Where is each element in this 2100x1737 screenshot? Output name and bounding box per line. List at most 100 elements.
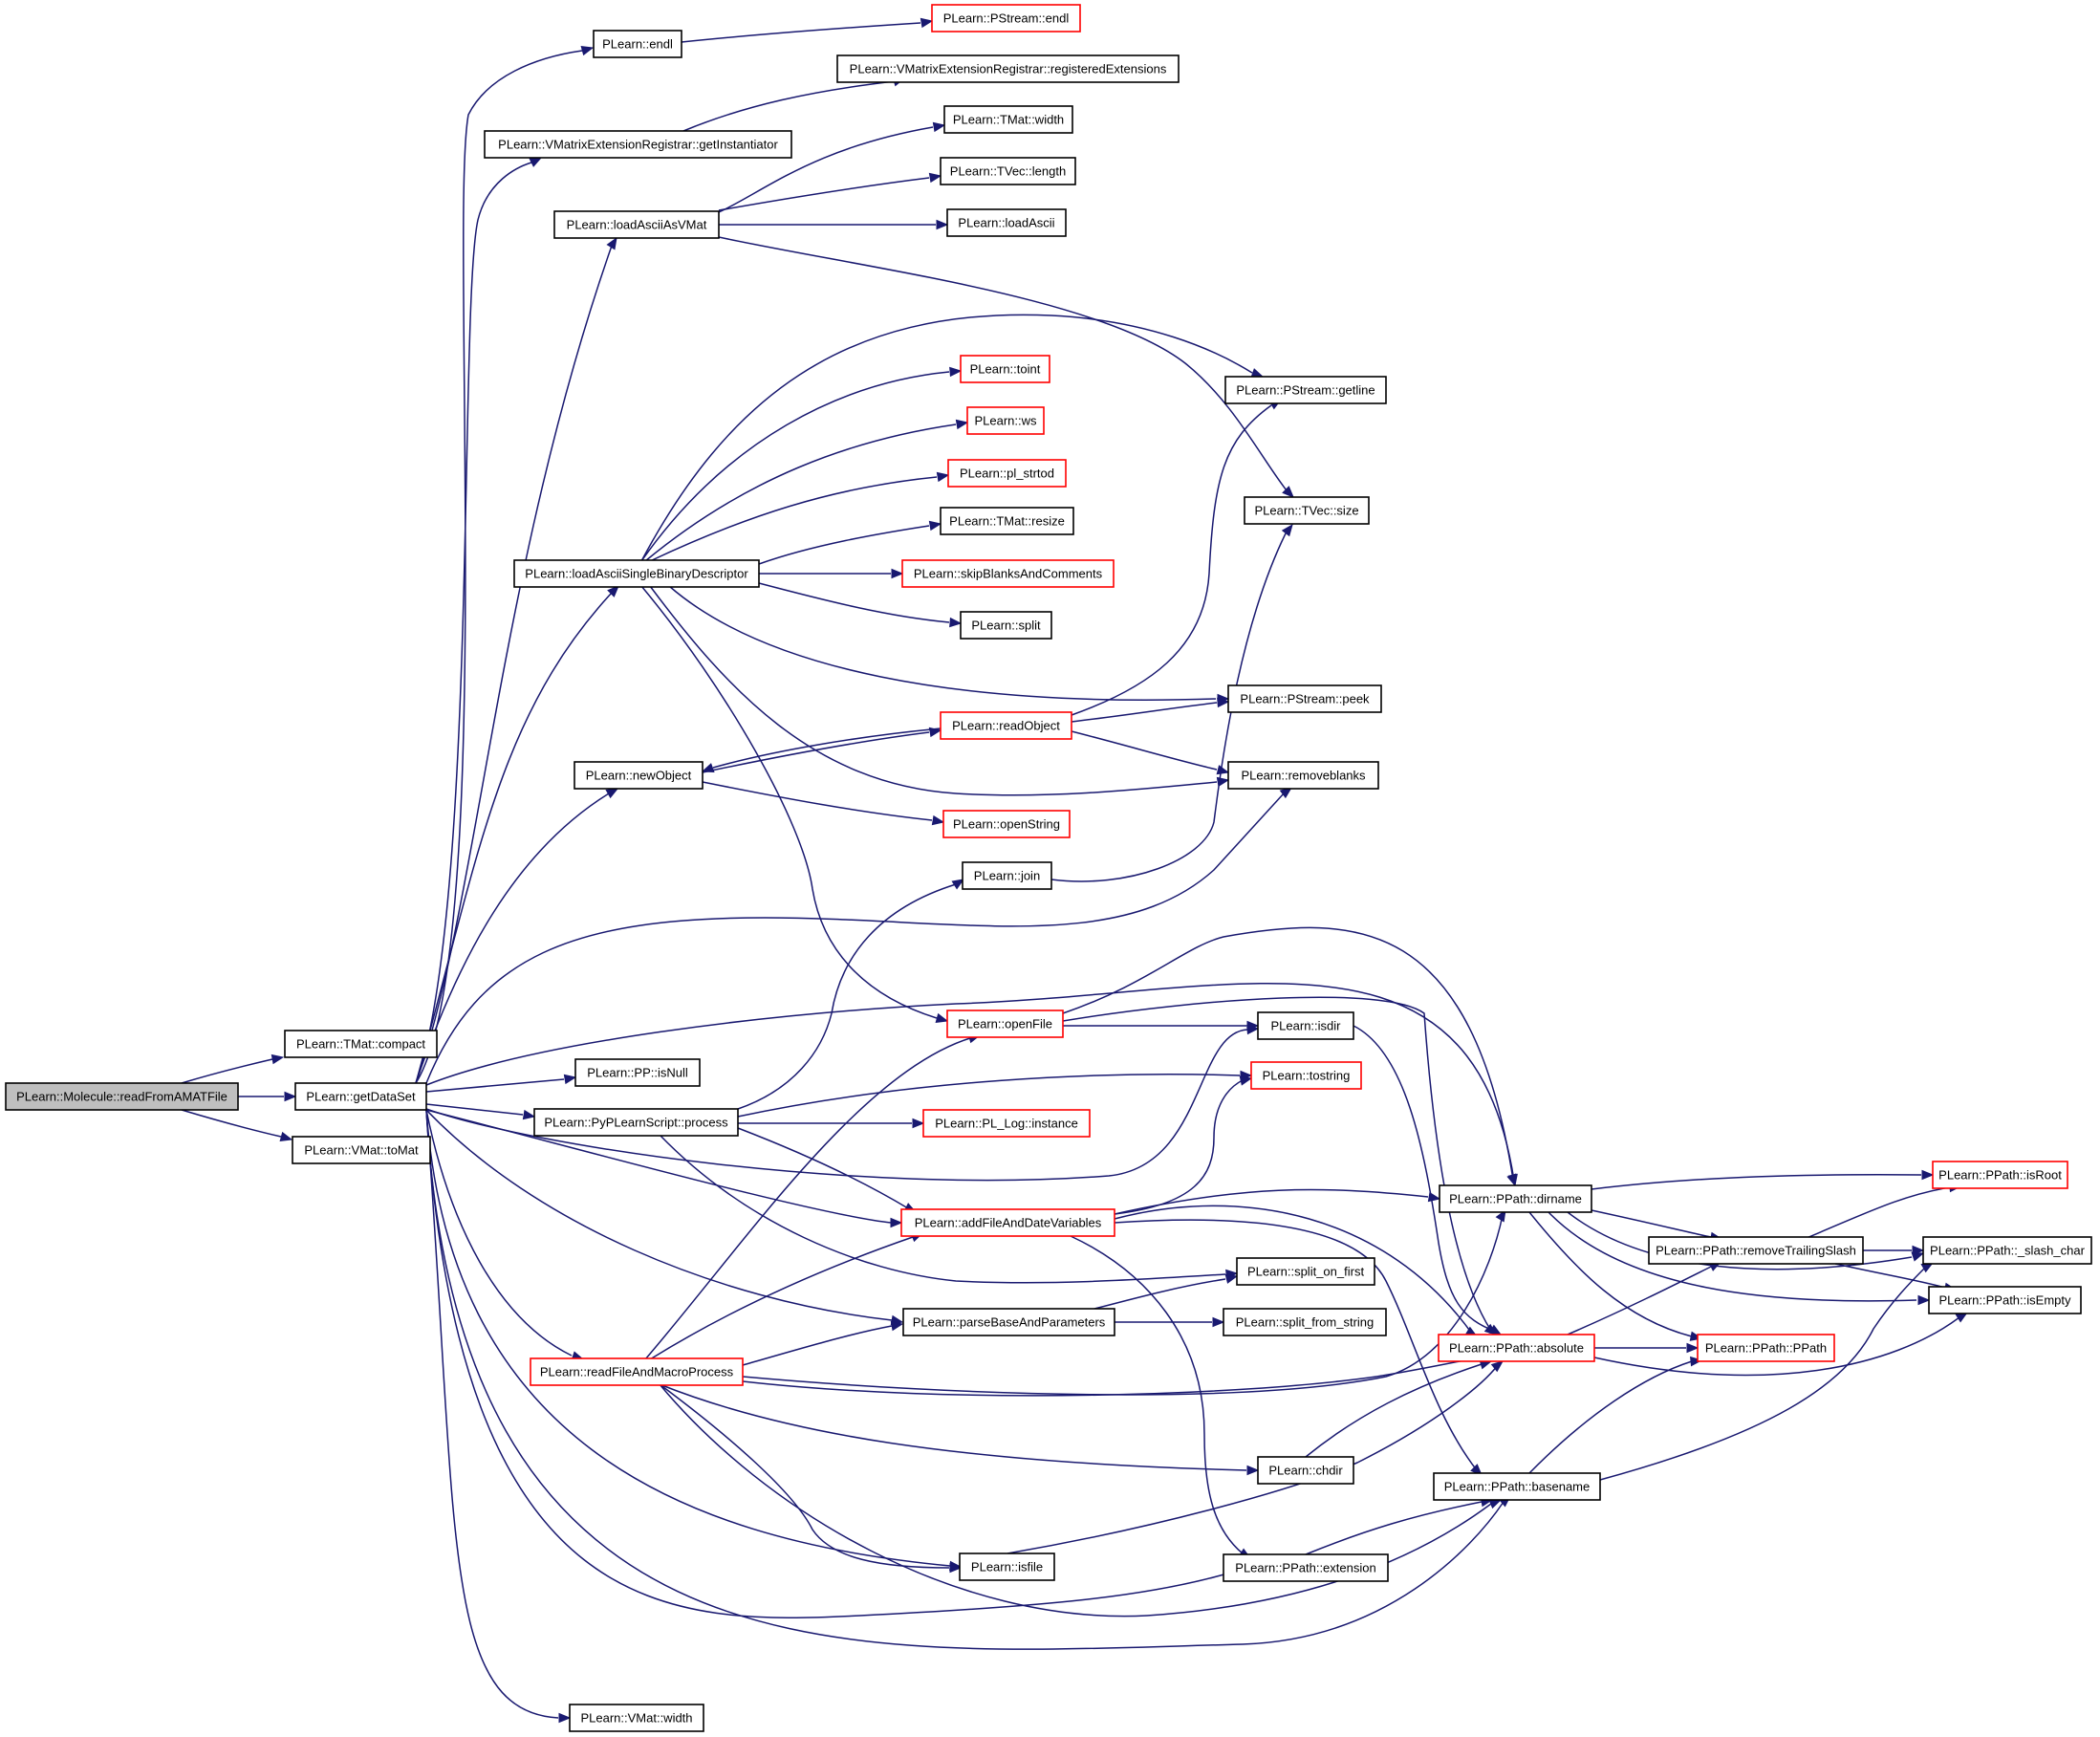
arrowhead-icon (606, 236, 617, 250)
node-extension[interactable]: PLearn::PPath::extension (1223, 1553, 1389, 1582)
node-getDataSet[interactable]: PLearn::getDataSet (294, 1082, 427, 1111)
node-box (1257, 1011, 1354, 1040)
node-pstream-peek[interactable]: PLearn::PStream::peek (1227, 684, 1382, 713)
node-isEmpty[interactable]: PLearn::PPath::isEmpty (1928, 1286, 2082, 1314)
node-label: PLearn::removeblanks (1241, 769, 1366, 783)
node-join[interactable]: PLearn::join (962, 861, 1052, 890)
node-box (1922, 1236, 2092, 1265)
node-absolute[interactable]: PLearn::PPath::absolute (1438, 1334, 1595, 1362)
node-pl-strtod[interactable]: PLearn::pl_strtod (947, 459, 1067, 488)
edge-line (640, 371, 950, 562)
edge-line (181, 1058, 273, 1084)
edge-line (758, 525, 930, 565)
node-pstream-getline[interactable]: PLearn::PStream::getline (1224, 376, 1387, 404)
arrowhead-icon (580, 45, 595, 56)
edge-removeTrailingSlash-to-isRoot (1806, 1182, 1962, 1239)
edge-line (425, 1109, 1228, 1618)
node-parseBaseAndParameters[interactable]: PLearn::parseBaseAndParameters (902, 1308, 1115, 1336)
node-box (569, 1704, 704, 1732)
node-label: PLearn::getDataSet (306, 1090, 416, 1104)
node-toMat[interactable]: PLearn::VMat::toMat (292, 1136, 431, 1164)
node-tostring[interactable]: PLearn::tostring (1250, 1061, 1362, 1090)
arrowhead-icon (1686, 1342, 1699, 1354)
node-split[interactable]: PLearn::split (960, 611, 1052, 640)
edge-line (1114, 1219, 1478, 1471)
node-openFile[interactable]: PLearn::openFile (946, 1010, 1064, 1038)
arrowhead-icon (1912, 1245, 1925, 1256)
edge-absolute-to-ppath_ctor (1594, 1342, 1699, 1354)
arrowhead-icon (1217, 697, 1230, 708)
node-ppath-ctor[interactable]: PLearn::PPath::PPath (1697, 1334, 1835, 1362)
node-tvec-size[interactable]: PLearn::TVec::size (1244, 496, 1370, 525)
node-getInstantiator[interactable]: PLearn::VMatrixExtensionRegistrar::getIn… (484, 130, 792, 159)
node-tmat-width[interactable]: PLearn::TMat::width (943, 105, 1073, 134)
edge-line (415, 245, 613, 1084)
node-box (292, 1136, 431, 1164)
edge-line (702, 781, 933, 821)
edge-line (659, 1383, 950, 1569)
edge-line (181, 1109, 282, 1138)
edge-loadAsciiSingleBinaryDescriptor-to-tmat_resize (758, 520, 942, 565)
edge-loadAsciiSingleBinaryDescriptor-to-ws (644, 419, 969, 562)
node-pl-log-instance[interactable]: PLearn::PL_Log::instance (922, 1109, 1091, 1138)
edge-join-to-tvec_size (1050, 523, 1293, 882)
arrowhead-icon (1490, 1360, 1505, 1373)
node-split-on-first[interactable]: PLearn::split_on_first (1236, 1257, 1375, 1286)
node-split-from-string[interactable]: PLearn::split_from_string (1223, 1308, 1387, 1336)
edge-newObject-to-readObject (702, 727, 942, 773)
node-tvec-length[interactable]: PLearn::TVec::length (940, 157, 1076, 185)
arrowhead-icon (529, 157, 543, 167)
node-pp-isNull[interactable]: PLearn::PP::isNull (574, 1058, 701, 1087)
node-label: PLearn::TVec::length (950, 164, 1066, 179)
edge-line (649, 585, 1218, 796)
arrowhead-icon (928, 172, 942, 184)
node-removeTrailingSlash[interactable]: PLearn::PPath::removeTrailingSlash (1648, 1236, 1864, 1265)
edge-readFileAndMacroProcess-to-absolute (742, 1351, 1498, 1397)
edge-line (425, 1029, 1248, 1182)
node-addFileAndDateVariables[interactable]: PLearn::addFileAndDateVariables (900, 1208, 1115, 1237)
node-newObject[interactable]: PLearn::newObject (574, 761, 704, 790)
node-isdir[interactable]: PLearn::isdir (1257, 1011, 1354, 1040)
node-compact[interactable]: PLearn::TMat::compact (284, 1030, 438, 1058)
node-registeredExtensions[interactable]: PLearn::VMatrixExtensionRegistrar::regis… (836, 54, 1180, 83)
node-box (553, 210, 720, 239)
node-openString[interactable]: PLearn::openString (942, 810, 1071, 838)
edge-line (1114, 1205, 1473, 1335)
node-label: PLearn::VMatrixExtensionRegistrar::getIn… (498, 138, 778, 152)
node-endl[interactable]: PLearn::endl (593, 30, 682, 58)
node-dirname[interactable]: PLearn::PPath::dirname (1439, 1184, 1592, 1213)
node-isfile[interactable]: PLearn::isfile (959, 1552, 1055, 1581)
node-toint[interactable]: PLearn::toint (960, 355, 1050, 383)
node-label: PLearn::PPath::PPath (1705, 1341, 1827, 1356)
node-skipBlanksAndComments[interactable]: PLearn::skipBlanksAndComments (901, 559, 1115, 588)
node-isRoot[interactable]: PLearn::PPath::isRoot (1932, 1161, 2068, 1189)
node-slash-char[interactable]: PLearn::PPath::_slash_char (1922, 1236, 2092, 1265)
node-readFileAndMacroProcess[interactable]: PLearn::readFileAndMacroProcess (530, 1357, 744, 1386)
node-tmat-resize[interactable]: PLearn::TMat::resize (940, 507, 1074, 535)
arrowhead-icon (949, 366, 963, 378)
node-pstream-endl[interactable]: PLearn::PStream::endl (931, 4, 1081, 33)
node-basename[interactable]: PLearn::PPath::basename (1433, 1472, 1601, 1501)
node-chdir[interactable]: PLearn::chdir (1257, 1456, 1354, 1485)
node-box (574, 761, 704, 790)
node-vmat-width[interactable]: PLearn::VMat::width (569, 1704, 704, 1732)
node-loadAsciiAsVMat[interactable]: PLearn::loadAsciiAsVMat (553, 210, 720, 239)
edge-readFromAMATFile-to-compact (181, 1053, 285, 1084)
edge-getDataSet-to-getInstantiator (415, 157, 543, 1084)
arrowhead-icon (935, 1012, 949, 1024)
arrowhead-icon (928, 727, 942, 738)
node-loadAsciiSingleBinaryDescriptor[interactable]: PLearn::loadAsciiSingleBinaryDescriptor (513, 559, 760, 588)
node-box (1433, 1472, 1601, 1501)
node-box (593, 30, 682, 58)
node-removeblanks[interactable]: PLearn::removeblanks (1227, 761, 1379, 790)
node-readFromAMATFile[interactable]: PLearn::Molecule::readFromAMATFile (5, 1082, 239, 1111)
node-pyprocess[interactable]: PLearn::PyPLearnScript::process (533, 1108, 739, 1137)
node-loadAscii[interactable]: PLearn::loadAscii (946, 208, 1067, 237)
edge-basename-to-slash_char (1599, 1262, 1935, 1481)
edge-line (1548, 1211, 1917, 1302)
node-box (966, 406, 1045, 435)
edge-dirname-to-isRoot (1591, 1169, 1935, 1190)
edge-line (758, 582, 950, 623)
node-readObject[interactable]: PLearn::readObject (940, 711, 1072, 740)
node-ws[interactable]: PLearn::ws (966, 406, 1045, 435)
